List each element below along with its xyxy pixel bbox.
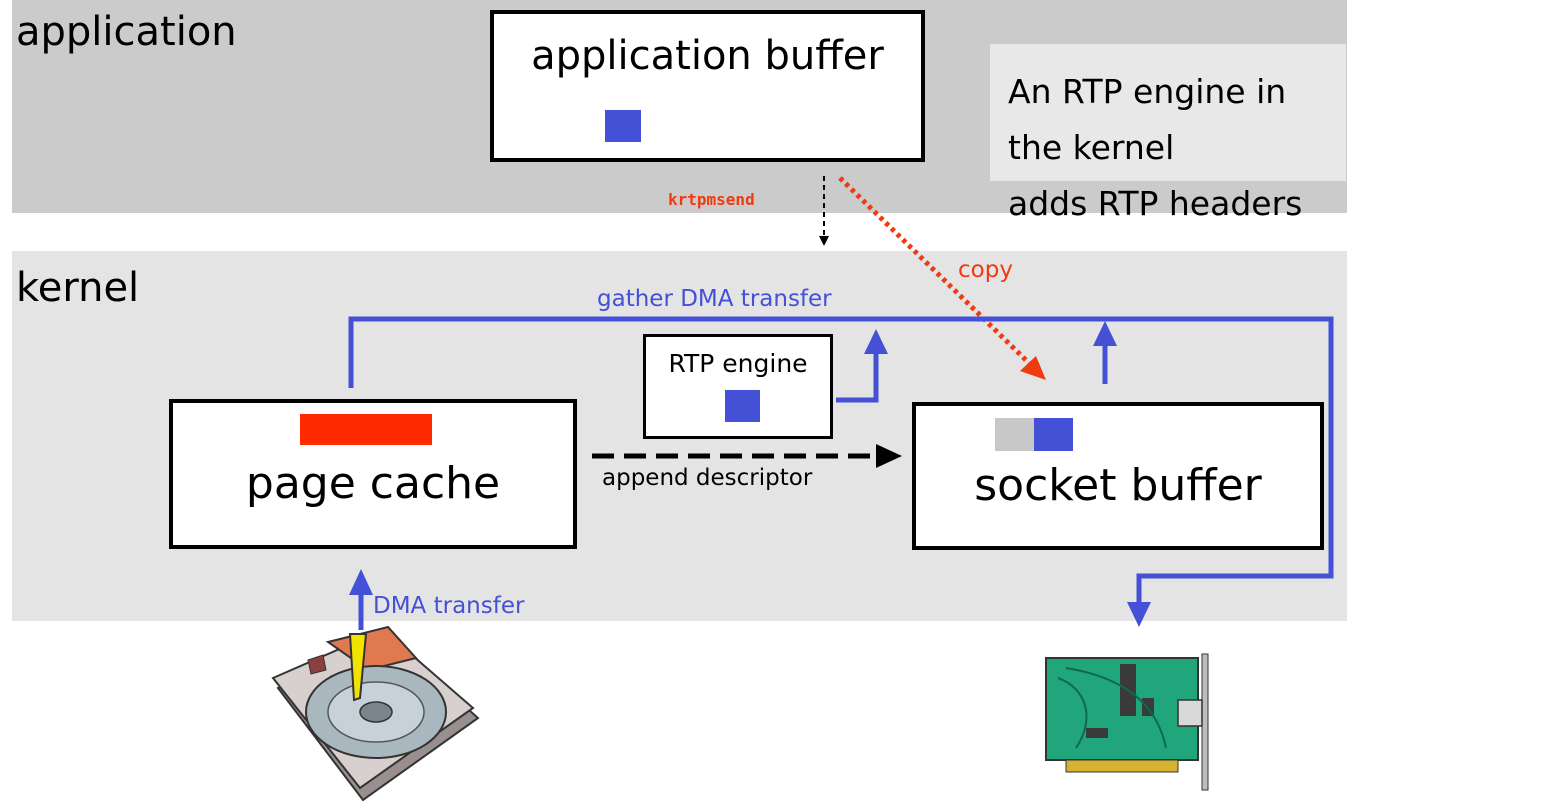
data-block: [605, 110, 641, 142]
annotation-note: An RTP engine in the kernel adds RTP hea…: [990, 44, 1346, 223]
socket-buffer-up-arrow-head: [1093, 321, 1117, 346]
rtp-header-copy-block: [1034, 418, 1073, 451]
note-line-2: adds RTP headers: [1008, 184, 1303, 223]
rtp-header-block: [725, 390, 760, 422]
dma-transfer-label: DMA transfer: [373, 593, 525, 619]
rtp-engine-box: RTP engine: [643, 334, 833, 439]
page-cache-label: page cache: [245, 458, 501, 509]
krtpmsend-label: krtpmsend: [668, 190, 755, 209]
socket-buffer-label: socket buffer: [974, 460, 1262, 511]
hard-disk-icon: [271, 625, 480, 802]
file-data-block: [300, 414, 432, 445]
copy-arrow-head: [1020, 356, 1046, 380]
rtp-engine-label: RTP engine: [668, 349, 808, 378]
page-cache-box: page cache: [169, 399, 577, 549]
gather-dma-path: [348, 316, 1334, 604]
append-descriptor-label: append descriptor: [602, 465, 813, 491]
socket-buffer-box: socket buffer: [912, 402, 1324, 550]
gather-dma-arrow-head: [1127, 602, 1151, 627]
kernel-region-label: kernel: [16, 265, 140, 311]
krtpmsend-arrow-head: [819, 236, 829, 246]
packet-header-block: [995, 418, 1034, 451]
append-descriptor-arrow-head: [876, 444, 902, 468]
application-buffer-box: application buffer: [490, 10, 925, 162]
rtp-engine-output-arrow-head: [864, 329, 888, 354]
copy-label: copy: [958, 257, 1013, 283]
network-card-icon: [1045, 653, 1209, 791]
copy-arrow: [838, 176, 1036, 370]
application-region-label: application: [16, 9, 237, 55]
dma-transfer-arrow-head: [349, 569, 373, 595]
application-buffer-label: application buffer: [531, 33, 884, 79]
gather-dma-label: gather DMA transfer: [597, 286, 832, 312]
rtp-engine-output-path: [836, 352, 879, 403]
note-line-1: An RTP engine in the kernel: [1008, 72, 1287, 167]
